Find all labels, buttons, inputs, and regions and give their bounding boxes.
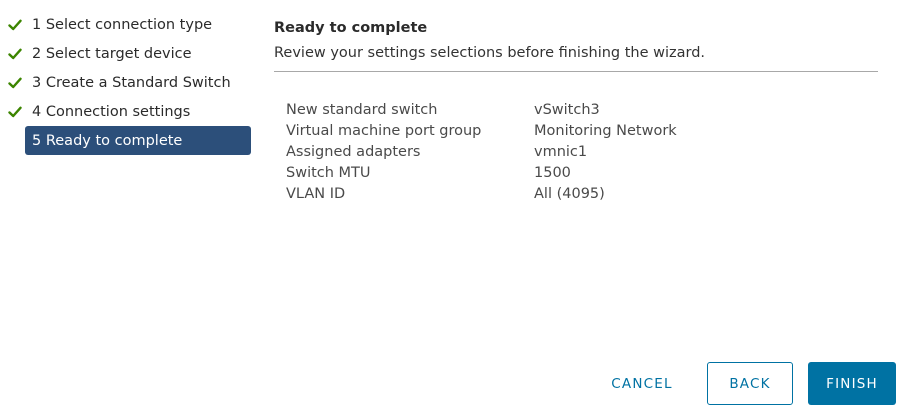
check-icon xyxy=(8,106,22,118)
step-label: 3 Create a Standard Switch xyxy=(32,74,231,91)
page-subtitle: Review your settings selections before f… xyxy=(274,45,706,61)
summary-row: Switch MTU 1500 xyxy=(286,163,794,184)
step-create-standard-switch[interactable]: 3 Create a Standard Switch xyxy=(0,68,260,97)
step-connection-settings[interactable]: 4 Connection settings xyxy=(0,97,260,126)
summary-value: vmnic1 xyxy=(534,144,588,160)
summary-value: All (4095) xyxy=(534,186,605,202)
check-icon xyxy=(8,48,22,60)
settings-summary: New standard switch vSwitch3 Virtual mac… xyxy=(286,100,794,205)
summary-key: Assigned adapters xyxy=(286,144,421,160)
summary-value: vSwitch3 xyxy=(534,102,600,118)
step-label: 1 Select connection type xyxy=(32,16,213,33)
step-select-connection-type[interactable]: 1 Select connection type xyxy=(0,10,260,39)
header-divider xyxy=(274,71,878,72)
summary-row: Virtual machine port group Monitoring Ne… xyxy=(286,121,794,142)
step-label: 2 Select target device xyxy=(32,45,192,62)
summary-key: New standard switch xyxy=(286,102,438,118)
wizard-steps: 1 Select connection type 2 Select target… xyxy=(0,10,260,155)
check-icon xyxy=(8,19,22,31)
step-label: 5 Ready to complete xyxy=(32,132,183,149)
summary-row: VLAN ID All (4095) xyxy=(286,184,794,205)
summary-value: 1500 xyxy=(534,165,571,181)
step-label: 4 Connection settings xyxy=(32,103,191,120)
summary-key: Switch MTU xyxy=(286,165,371,181)
summary-key: Virtual machine port group xyxy=(286,123,482,139)
page-title: Ready to complete xyxy=(274,20,428,36)
main-panel: Ready to complete Review your settings s… xyxy=(274,18,878,72)
summary-key: VLAN ID xyxy=(286,186,346,202)
check-icon xyxy=(8,77,22,89)
cancel-button[interactable]: CANCEL xyxy=(611,375,673,392)
summary-value: Monitoring Network xyxy=(534,123,677,139)
summary-row: Assigned adapters vmnic1 xyxy=(286,142,794,163)
summary-row: New standard switch vSwitch3 xyxy=(286,100,794,121)
step-select-target-device[interactable]: 2 Select target device xyxy=(0,39,260,68)
step-ready-to-complete[interactable]: 5 Ready to complete xyxy=(25,126,251,155)
finish-button[interactable]: FINISH xyxy=(808,362,896,405)
back-button[interactable]: BACK xyxy=(707,362,793,405)
